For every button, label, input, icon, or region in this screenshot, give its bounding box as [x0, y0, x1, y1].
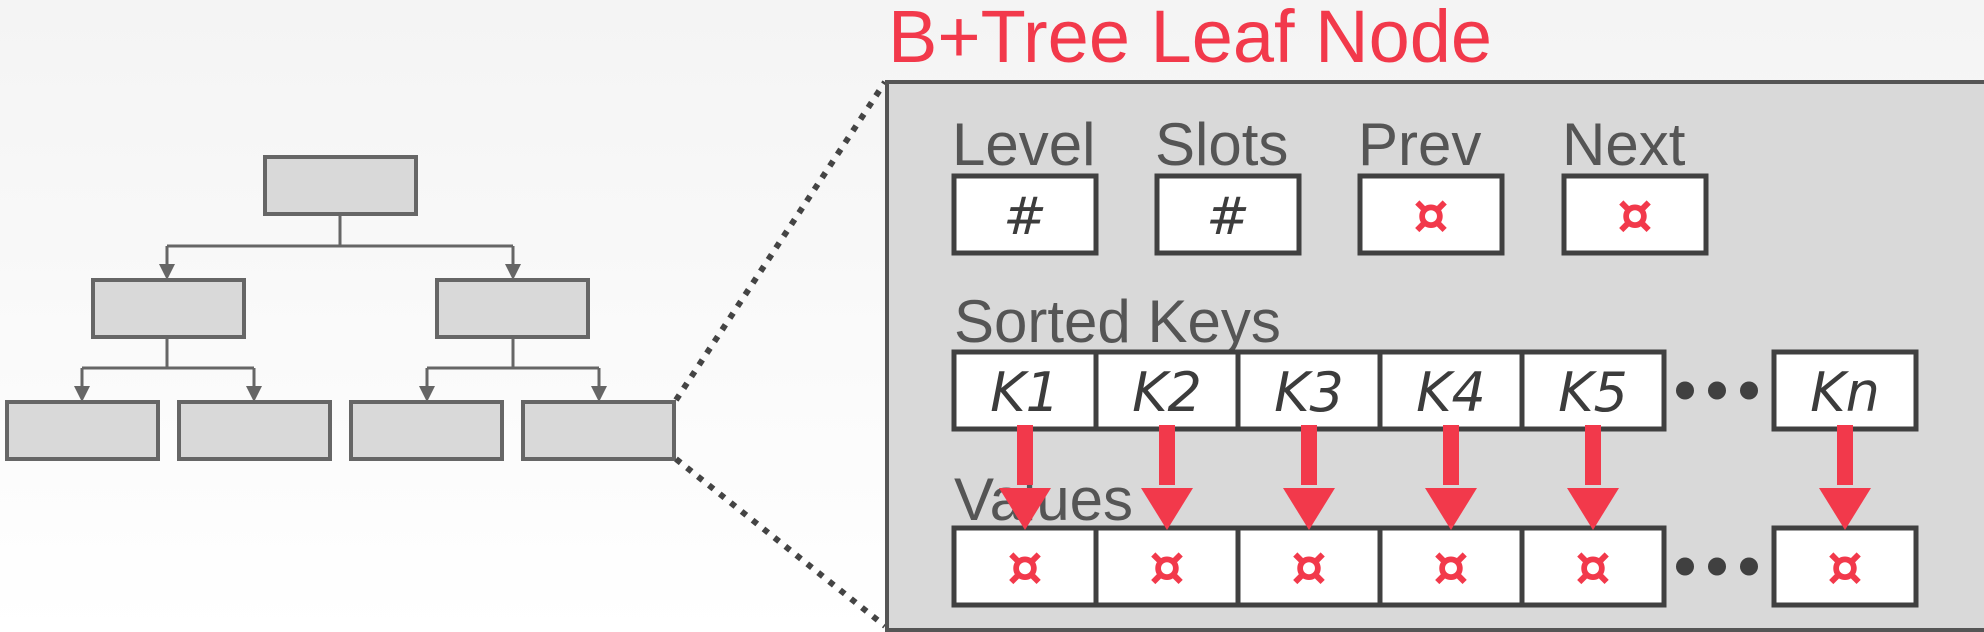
arrow-head: [246, 386, 262, 402]
arrow-head-5: [1567, 488, 1619, 530]
arrow-head: [419, 386, 435, 402]
tree-leaf-node-1: [5, 400, 160, 461]
tree-inner-node-right: [435, 278, 590, 339]
field-label-prev: Prev: [1358, 111, 1481, 178]
key-text-4: K4: [1416, 361, 1486, 424]
tree-overview: [5, 155, 676, 461]
key-text-2: K2: [1132, 361, 1202, 424]
value-pointer-3: ¤: [1291, 535, 1327, 600]
diagram-title: B+Tree Leaf Node: [888, 0, 1492, 78]
pointer-symbol-next: ¤: [1617, 183, 1653, 248]
tree-edge-left: [80, 337, 256, 388]
tree-leaf-node-4: [521, 400, 676, 461]
zoom-line-top: [673, 80, 888, 402]
arrow-shaft-n: [1837, 425, 1853, 485]
value-pointer-n: ¤: [1827, 535, 1863, 600]
field-label-next: Next: [1562, 111, 1686, 178]
key-cell-4: [1377, 349, 1525, 432]
arrow-head-1: [999, 488, 1051, 530]
arrow-head-3: [1283, 488, 1335, 530]
field-box-next: [1561, 173, 1709, 256]
key-text-1: K1: [990, 361, 1060, 424]
field-label-slots: Slots: [1155, 111, 1288, 178]
values-ellipsis-dot: [1708, 557, 1726, 576]
value-cell-3: [1235, 525, 1383, 608]
field-box-level: [951, 173, 1099, 256]
leaf-header: Level#Slots#Prev¤Next¤: [951, 111, 1709, 256]
arrow-shaft-1: [1017, 425, 1033, 485]
field-value-slots: #: [1206, 187, 1250, 247]
field-value-level: #: [1003, 187, 1047, 247]
arrow-shaft-5: [1585, 425, 1601, 485]
tree-inner-node-left: [91, 278, 246, 339]
keys-ellipsis-dot: [1676, 381, 1694, 400]
tree-leaf-node-3: [349, 400, 504, 461]
key-text-5: K5: [1558, 361, 1628, 424]
values-row: ¤ ¤ ¤ ¤ ¤ ¤: [951, 525, 1919, 608]
arrow-head-2: [1141, 488, 1193, 530]
values-ellipsis-dot: [1676, 557, 1694, 576]
field-label-level: Level: [952, 111, 1095, 178]
tree-leaf-node-2: [177, 400, 332, 461]
zoom-line-bottom: [674, 456, 887, 629]
value-cell-n: [1771, 525, 1919, 608]
tree-root-node: [263, 155, 418, 216]
value-pointer-1: ¤: [1007, 535, 1043, 600]
arrow-head-n: [1819, 488, 1871, 530]
arrow-head: [159, 264, 175, 280]
values-ellipsis-dot: [1740, 557, 1758, 576]
arrow-shaft-2: [1159, 425, 1175, 485]
value-cell-2: [1093, 525, 1241, 608]
arrow-head: [591, 386, 607, 402]
keys-ellipsis-dot: [1708, 381, 1726, 400]
keys-ellipsis-dot: [1740, 381, 1758, 400]
tree-edge-right: [425, 337, 601, 388]
arrow-head: [74, 386, 90, 402]
tree-edge-root: [165, 214, 515, 266]
value-pointer-5: ¤: [1575, 535, 1611, 600]
arrow-shaft-3: [1301, 425, 1317, 485]
sorted-keys-label: Sorted Keys: [954, 288, 1281, 355]
arrow-shaft-4: [1443, 425, 1459, 485]
sorted-keys-row: K1 K2 K3 K4 K5 Kn: [951, 349, 1919, 432]
pointer-symbol-prev: ¤: [1413, 183, 1449, 248]
arrow-head: [505, 264, 521, 280]
value-pointer-2: ¤: [1149, 535, 1185, 600]
value-pointer-4: ¤: [1433, 535, 1469, 600]
arrow-head-4: [1425, 488, 1477, 530]
key-text-n: Kn: [1810, 361, 1880, 424]
key-text-3: K3: [1274, 361, 1344, 424]
key-cell-5: [1519, 349, 1667, 432]
key-value-arrows: [999, 425, 1871, 530]
field-box-prev: [1357, 173, 1505, 256]
field-box-slots: [1154, 173, 1302, 256]
